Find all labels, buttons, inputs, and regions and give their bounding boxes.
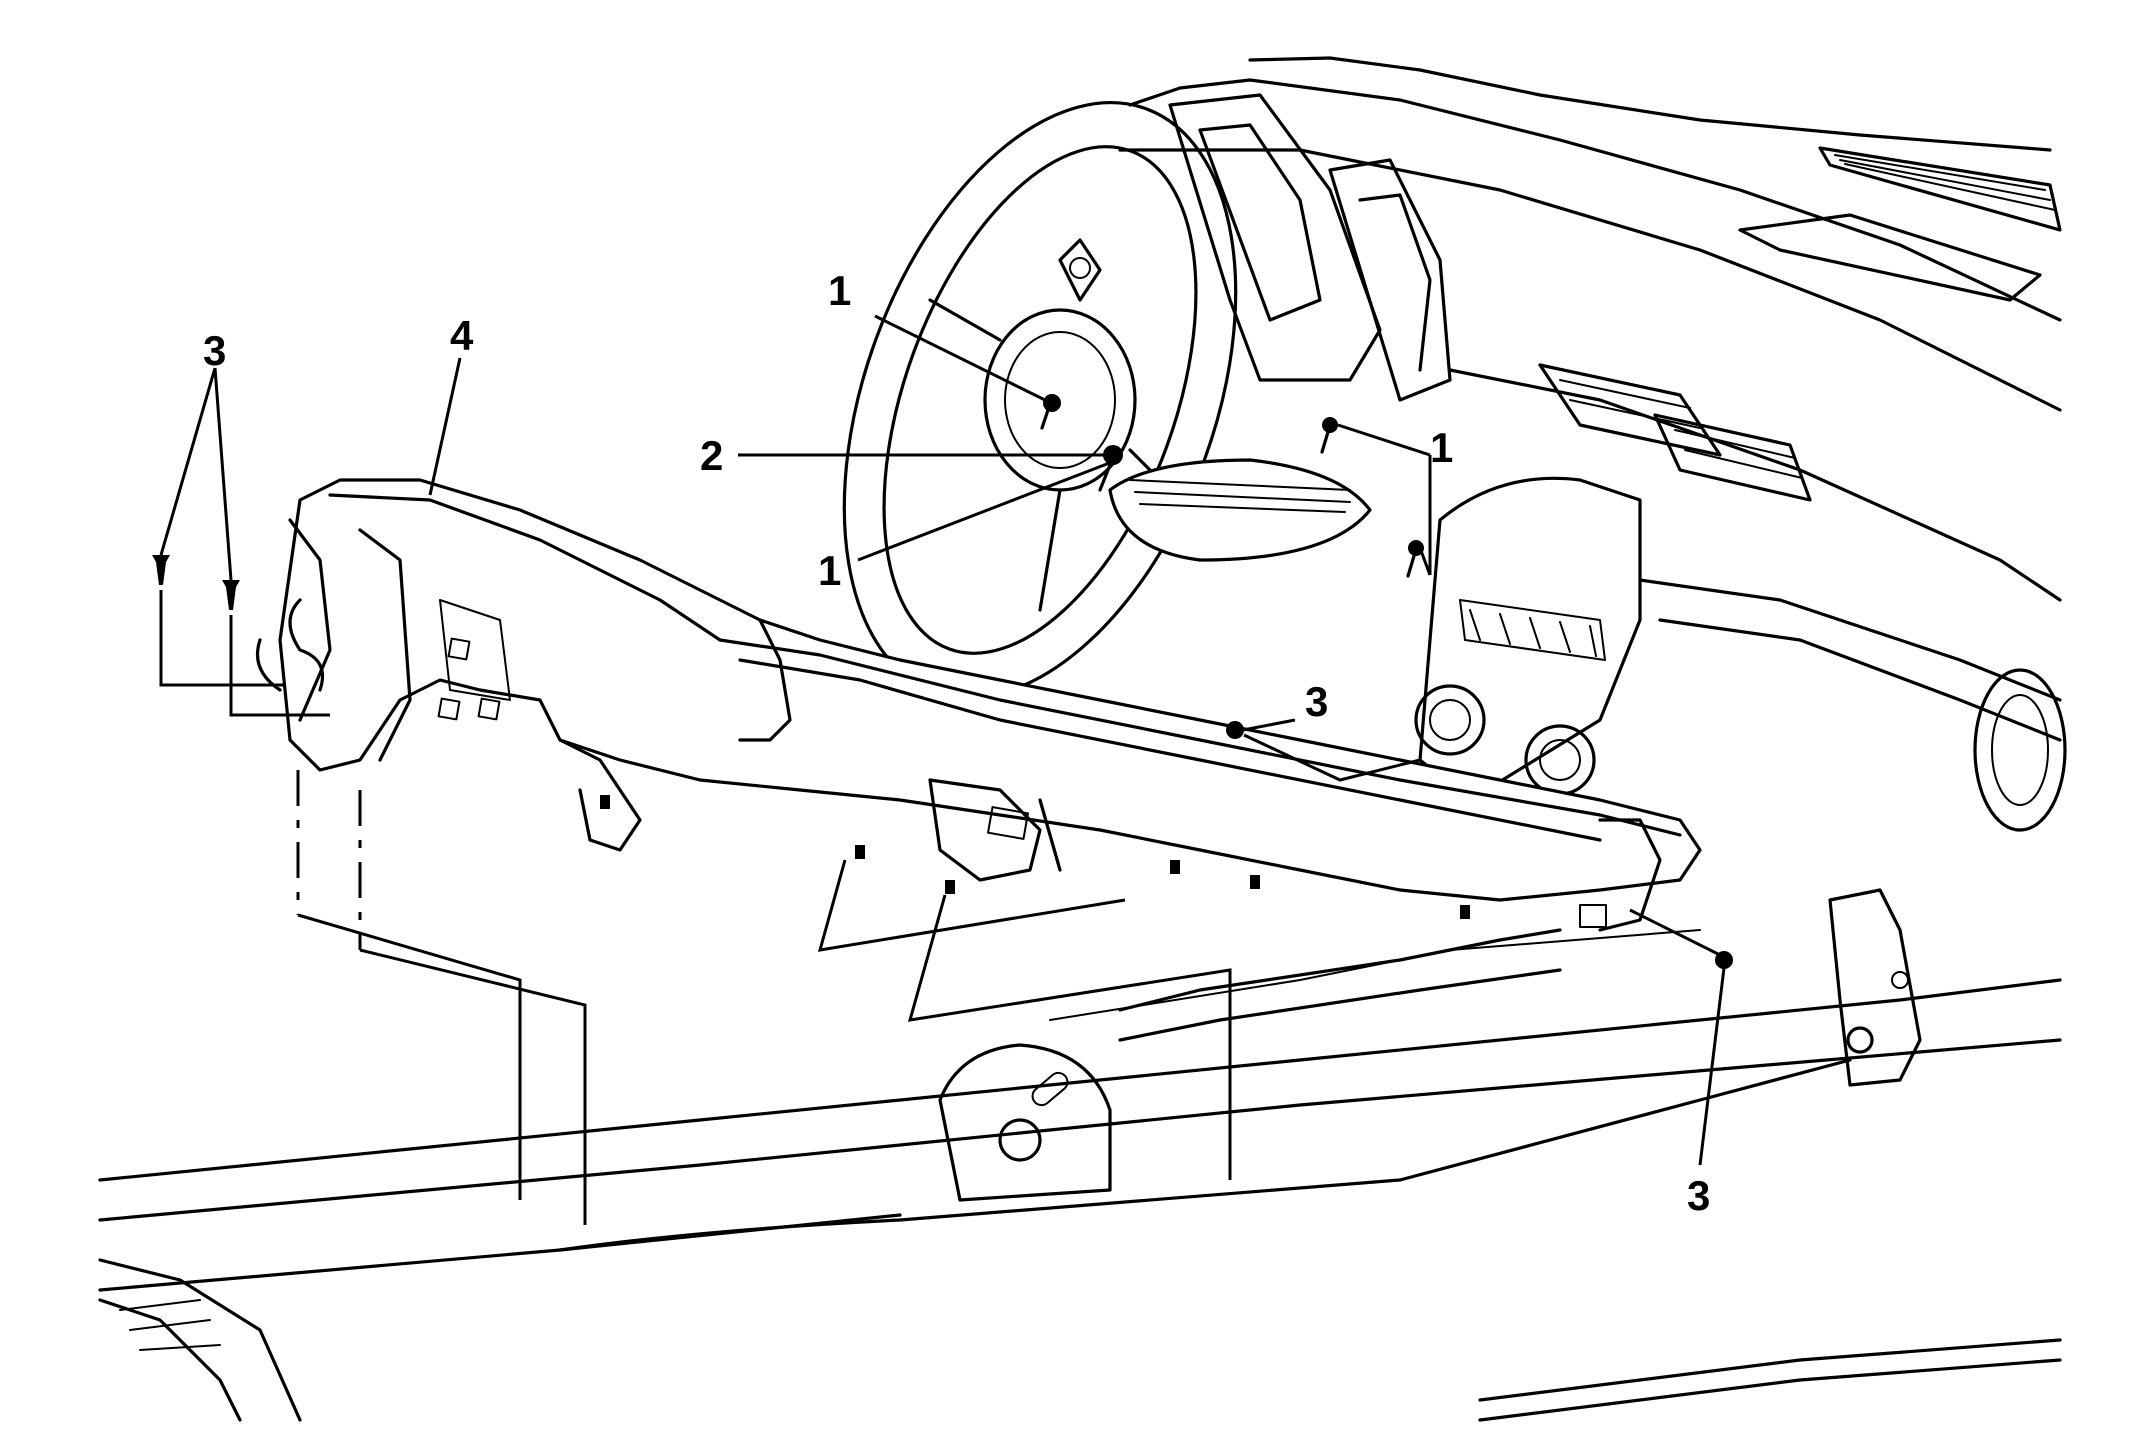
steering-wheel: [842, 101, 1238, 699]
fasteners: [152, 394, 1733, 969]
callout-4: 4: [450, 312, 474, 359]
callout-3-left: 3: [203, 327, 226, 374]
callout-2: 2: [700, 432, 723, 479]
dashboard-body: [98, 56, 2067, 1422]
bolt-2: [1103, 445, 1123, 465]
callout-3-bottom: 3: [1687, 1172, 1710, 1219]
instrument-panel-assembly: [255, 478, 1702, 932]
bolt-1-right: [1322, 417, 1338, 433]
callout-labels: 1 1 1 2 3 3 3 4: [203, 267, 1710, 1219]
callout-leaders: [159, 314, 1726, 1166]
assembly-guide-lines: [159, 590, 1721, 1225]
mounting-studs: [600, 795, 1470, 919]
nut-3-center: [1226, 721, 1244, 739]
callout-1-top: 1: [828, 267, 851, 314]
callout-1-right: 1: [1430, 424, 1453, 471]
callout-3-center: 3: [1305, 678, 1328, 725]
bolt-1-top: [1043, 394, 1061, 412]
screw-3-left-a: [152, 555, 170, 585]
instrument-cluster: [1108, 93, 1452, 562]
screw-3-left-b: [222, 580, 240, 610]
callout-1-lower: 1: [818, 547, 841, 594]
